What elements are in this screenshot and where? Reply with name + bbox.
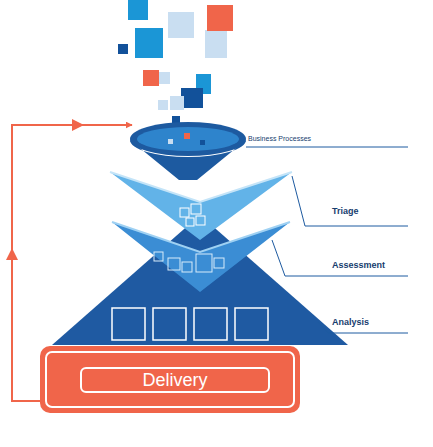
stage-label: Assessment xyxy=(332,260,385,271)
square xyxy=(207,5,233,31)
data-squares xyxy=(118,0,233,124)
square-outline xyxy=(180,208,189,217)
square-outline xyxy=(194,308,227,340)
square-outline xyxy=(186,218,194,226)
funnel-rim xyxy=(130,122,246,156)
square xyxy=(143,70,159,86)
square-outline xyxy=(235,308,268,340)
square xyxy=(181,88,203,108)
square xyxy=(158,100,168,110)
assessment-squares xyxy=(154,252,224,272)
triage-squares xyxy=(180,204,205,226)
square xyxy=(168,12,194,38)
funnel-mouth xyxy=(137,127,239,151)
square-outline xyxy=(153,308,186,340)
triage-band xyxy=(110,172,292,240)
square-outline xyxy=(214,258,224,268)
square-outline xyxy=(168,258,180,270)
square xyxy=(205,30,227,58)
funnel-node: Business Processes xyxy=(132,118,412,158)
square xyxy=(128,0,148,20)
square xyxy=(170,96,184,110)
square-outline xyxy=(191,204,201,214)
leader-lines xyxy=(246,147,408,333)
box-title: Delivery xyxy=(80,367,270,393)
square xyxy=(135,28,163,58)
square-outline xyxy=(182,262,192,272)
triage-node: Triage xyxy=(110,170,410,228)
square-outline xyxy=(112,308,145,340)
square xyxy=(200,140,205,145)
square-outline xyxy=(154,252,163,261)
square xyxy=(159,72,170,84)
square-outline xyxy=(196,254,212,272)
square-outline xyxy=(196,216,205,225)
analysis-node: Analysis xyxy=(52,280,410,345)
square xyxy=(118,44,128,54)
leader-line xyxy=(272,240,408,276)
stage-label: Triage xyxy=(332,206,359,217)
stage-label: Business Processes xyxy=(248,134,311,143)
square xyxy=(168,139,173,144)
stage-label: Analysis xyxy=(332,317,369,328)
analysis-squares xyxy=(112,308,268,340)
delivery-box: Delivery xyxy=(40,346,300,413)
square xyxy=(184,133,190,139)
leader-line xyxy=(246,147,408,148)
assessment-node: Assessment xyxy=(112,228,410,280)
leader-line xyxy=(292,176,408,226)
